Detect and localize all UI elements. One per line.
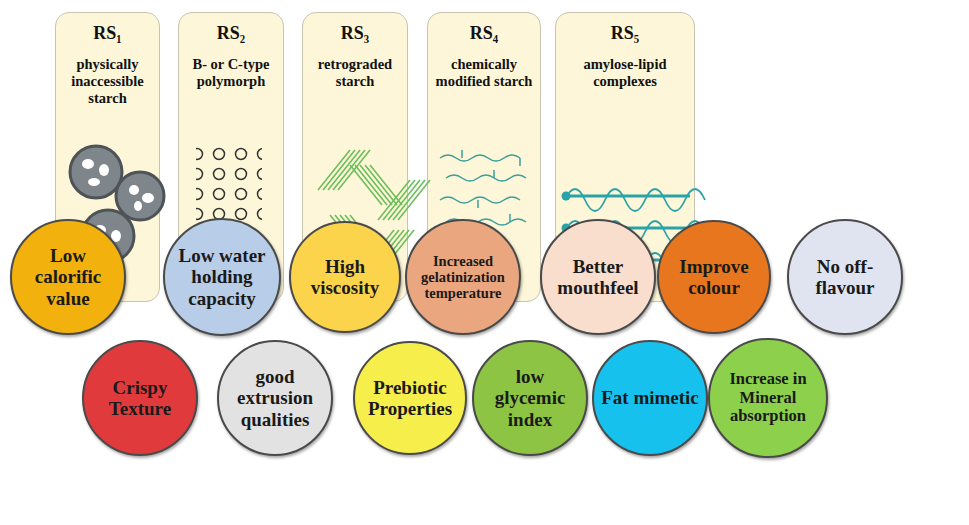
property-text: Better mouthfeel (549, 256, 647, 299)
property-text: Low water holding capacity (173, 245, 271, 309)
property-text: Increase in Mineral absorption (719, 370, 817, 425)
property-text: Fat mimetic (601, 387, 699, 408)
property-circle: No off-flavour (787, 219, 903, 335)
property-circle: Prebiotic Properties (353, 341, 467, 455)
card-description: physically inaccessible starch (56, 56, 159, 108)
property-circle: good extrusion qualities (217, 340, 333, 456)
property-circle: High viscosity (289, 221, 401, 333)
card-description: B- or C-type polymorph (179, 56, 283, 91)
property-circle: low glycemic index (472, 340, 588, 456)
property-text: low glycemic index (481, 366, 579, 430)
property-circle: Better mouthfeel (540, 219, 656, 335)
card-title: RS₅ (611, 23, 639, 44)
property-circle: Low water holding capacity (163, 218, 281, 336)
property-circle: Increased gelatinization temperature (405, 219, 521, 335)
rs2-polymorph (196, 146, 262, 226)
property-circle: Crispy Texture (82, 340, 198, 456)
card-title: RS₁ (93, 23, 121, 44)
property-text: No off-flavour (796, 256, 894, 299)
card-title: RS₂ (217, 23, 245, 44)
property-circle: Improve colour (657, 220, 771, 334)
property-text: Crispy Texture (91, 377, 189, 420)
card-title: RS₃ (341, 23, 369, 44)
property-circle: Increase in Mineral absorption (708, 338, 828, 458)
property-text: Low calorific value (19, 245, 117, 309)
property-circle: Fat mimetic (592, 340, 708, 456)
card-title: RS₄ (470, 23, 498, 44)
card-description: chemically modified starch (428, 56, 540, 91)
property-circle: Low calorific value (10, 219, 126, 335)
property-text: Improve colour (665, 256, 763, 299)
card-description: retrograded starch (303, 56, 407, 91)
card-description: amylose-lipid complexes (556, 56, 694, 91)
property-text: Prebiotic Properties (361, 377, 459, 420)
property-text: good extrusion qualities (226, 366, 324, 430)
property-text: High viscosity (296, 256, 394, 299)
property-text: Increased gelatinization temperature (414, 253, 512, 302)
